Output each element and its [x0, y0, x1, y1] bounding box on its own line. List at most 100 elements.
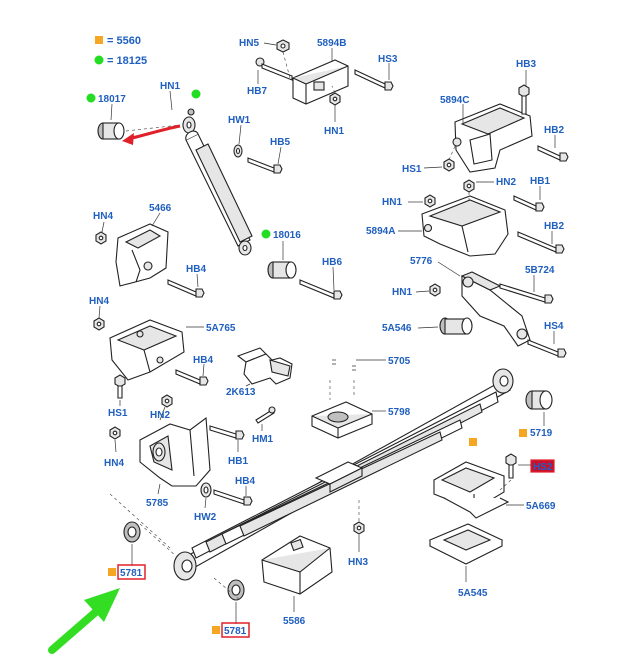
legend: = 5560 = 18125	[94, 35, 147, 67]
label-5894b[interactable]: 5894B	[317, 38, 346, 49]
label-hn1-top[interactable]: HN1	[160, 81, 180, 92]
leader-hn5	[263, 42, 277, 46]
label-18016[interactable]: 18016	[273, 230, 301, 241]
leader-hw1	[238, 124, 242, 145]
green-arrow	[48, 588, 120, 654]
label-hb4-c[interactable]: HB4	[235, 476, 255, 487]
leader-hb5	[277, 146, 282, 165]
orange-marker-5719	[519, 429, 527, 437]
leader-hw2	[204, 497, 207, 509]
leader-hb6	[332, 266, 335, 291]
green-marker-18017	[86, 93, 96, 103]
label-5705[interactable]: 5705	[388, 356, 411, 367]
bracket-5a765	[93, 317, 209, 399]
label-hs3-top[interactable]: HS3	[378, 54, 398, 65]
label-hn1-lower[interactable]: HN1	[392, 287, 412, 298]
leader-hn4-c	[114, 439, 117, 453]
label-hn4-b[interactable]: HN4	[89, 296, 109, 307]
bracket-5466	[95, 223, 205, 298]
orange-marker-5781-a	[108, 568, 116, 576]
label-hs2[interactable]: HS2	[533, 462, 553, 473]
bracket-5894b	[255, 39, 394, 106]
label-5719[interactable]: 5719	[530, 428, 553, 439]
bracket-5785	[109, 394, 253, 506]
leader-5785	[157, 483, 161, 495]
label-hb5[interactable]: HB5	[270, 137, 290, 148]
highlight-box-hs2	[530, 459, 555, 473]
label-hn2-right[interactable]: HN2	[496, 177, 516, 188]
label-hn5[interactable]: HN5	[239, 38, 259, 49]
label-hb2-b[interactable]: HB2	[544, 221, 564, 232]
orange-marker-5781-b	[212, 626, 220, 634]
label-hb4-b[interactable]: HB4	[193, 355, 213, 366]
highlight-box-5781-a	[117, 564, 146, 580]
spacer-5586	[261, 535, 333, 595]
label-hm1[interactable]: HM1	[252, 434, 274, 445]
leader-hs1-right	[423, 166, 443, 169]
label-hn3[interactable]: HN3	[348, 557, 368, 568]
plate-5a669	[433, 453, 517, 519]
bracket-2k613	[236, 347, 293, 424]
label-5781-b[interactable]: 5781	[224, 626, 247, 637]
label-hn4-c[interactable]: HN4	[104, 458, 124, 469]
label-5a669[interactable]: 5A669	[526, 501, 556, 512]
legend-label-5560: = 5560	[107, 35, 141, 47]
label-hn1-right[interactable]: HN1	[382, 197, 402, 208]
label-hb1-right[interactable]: HB1	[530, 176, 550, 187]
leader-5776	[437, 261, 461, 277]
leader-hb4-b	[202, 363, 205, 377]
label-5b724[interactable]: 5B724	[525, 265, 555, 276]
label-5894c[interactable]: 5894C	[440, 95, 469, 106]
label-5586[interactable]: 5586	[283, 616, 306, 627]
red-arrow	[122, 124, 181, 145]
label-hb3[interactable]: HB3	[516, 59, 536, 70]
shackle-5776	[429, 271, 567, 358]
label-hs1-right[interactable]: HS1	[402, 164, 422, 175]
label-5785[interactable]: 5785	[146, 498, 169, 509]
plate-5a545	[428, 523, 504, 565]
green-marker-18016	[261, 229, 271, 239]
label-5776[interactable]: 5776	[410, 256, 433, 267]
label-hs4[interactable]: HS4	[544, 321, 564, 332]
label-5466[interactable]: 5466	[149, 203, 172, 214]
leader-5a546	[417, 326, 439, 329]
label-5a765[interactable]: 5A765	[206, 323, 236, 334]
label-hs1-left[interactable]: HS1	[108, 408, 128, 419]
u-bolt-5705	[329, 336, 356, 400]
legend-green-circle	[94, 55, 104, 65]
leader-2k613	[245, 383, 251, 387]
label-5a545[interactable]: 5A545	[458, 588, 488, 599]
label-hb7[interactable]: HB7	[247, 86, 267, 97]
leader-hn4-a	[101, 221, 105, 233]
label-hn1-mid[interactable]: HN1	[324, 126, 344, 137]
label-18017[interactable]: 18017	[98, 94, 126, 105]
leader-18017	[110, 103, 113, 121]
legend-orange-square	[95, 36, 103, 44]
label-5798[interactable]: 5798	[388, 407, 411, 418]
label-hb4-a[interactable]: HB4	[186, 264, 206, 275]
label-5894a[interactable]: 5894A	[366, 226, 395, 237]
label-hw2[interactable]: HW2	[194, 512, 217, 523]
label-5781-a[interactable]: 5781	[120, 568, 143, 579]
leader-hn1-top	[169, 90, 173, 111]
leader-hn2-left	[159, 406, 166, 421]
label-5a546[interactable]: 5A546	[382, 323, 412, 334]
leader-hn4-b	[98, 305, 101, 319]
label-2k613[interactable]: 2K613	[226, 387, 256, 398]
spacer-5798	[311, 401, 373, 439]
label-hn2-left[interactable]: HN2	[150, 410, 170, 421]
bracket-5894c	[443, 84, 569, 173]
label-hb1-left[interactable]: HB1	[228, 456, 248, 467]
leader-hn1-lower	[415, 290, 430, 293]
label-hw1[interactable]: HW1	[228, 115, 251, 126]
legend-label-18125: = 18125	[107, 55, 147, 67]
label-hn4-a[interactable]: HN4	[93, 211, 113, 222]
bracket-5894a	[421, 179, 565, 257]
label-hb2-a[interactable]: HB2	[544, 125, 564, 136]
label-hb6[interactable]: HB6	[322, 257, 342, 268]
highlight-box-5781-b	[221, 622, 250, 638]
leaf-spring	[109, 368, 553, 601]
leader-5466	[151, 212, 161, 227]
